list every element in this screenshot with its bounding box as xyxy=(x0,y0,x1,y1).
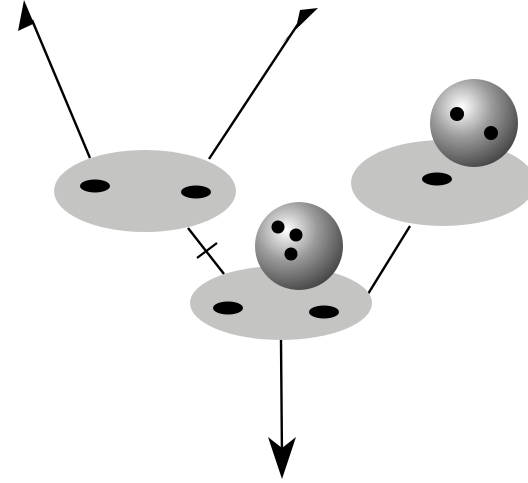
arrowheads xyxy=(18,0,318,479)
cut-mark xyxy=(196,242,218,259)
edge-top-left-incoming xyxy=(30,19,92,159)
disc-top-left xyxy=(54,150,236,232)
disc-bottom xyxy=(190,266,372,340)
arrowhead-bottom xyxy=(268,437,296,479)
edge-top-right-outgoing xyxy=(207,23,300,160)
ball-bottom-finger-hole xyxy=(284,247,298,261)
disc-bottom-hole xyxy=(309,305,339,319)
disc-bottom-plate xyxy=(190,266,372,340)
disc-right-hole xyxy=(422,172,452,186)
ball-bottom-finger-hole xyxy=(271,220,285,234)
disc-top-left-hole xyxy=(80,179,110,193)
disc-top-left-hole xyxy=(181,185,211,199)
ball-bottom-finger-hole xyxy=(289,228,303,242)
arrowhead-top-right xyxy=(282,8,318,43)
bowling-ball-bottom xyxy=(255,202,343,290)
disc-bottom-hole xyxy=(213,301,243,315)
ball-right-sphere xyxy=(430,79,518,167)
ball-right-finger-hole xyxy=(450,107,464,121)
bowling-ball-right xyxy=(430,79,518,167)
ball-right-finger-hole xyxy=(484,126,498,140)
edge-bottom-outgoing xyxy=(279,339,284,461)
arrowhead-top-left xyxy=(18,0,41,40)
ball-bottom-sphere xyxy=(255,202,343,290)
disc-top-left-plate xyxy=(54,150,236,232)
edge-right-to-bottom xyxy=(366,225,412,295)
